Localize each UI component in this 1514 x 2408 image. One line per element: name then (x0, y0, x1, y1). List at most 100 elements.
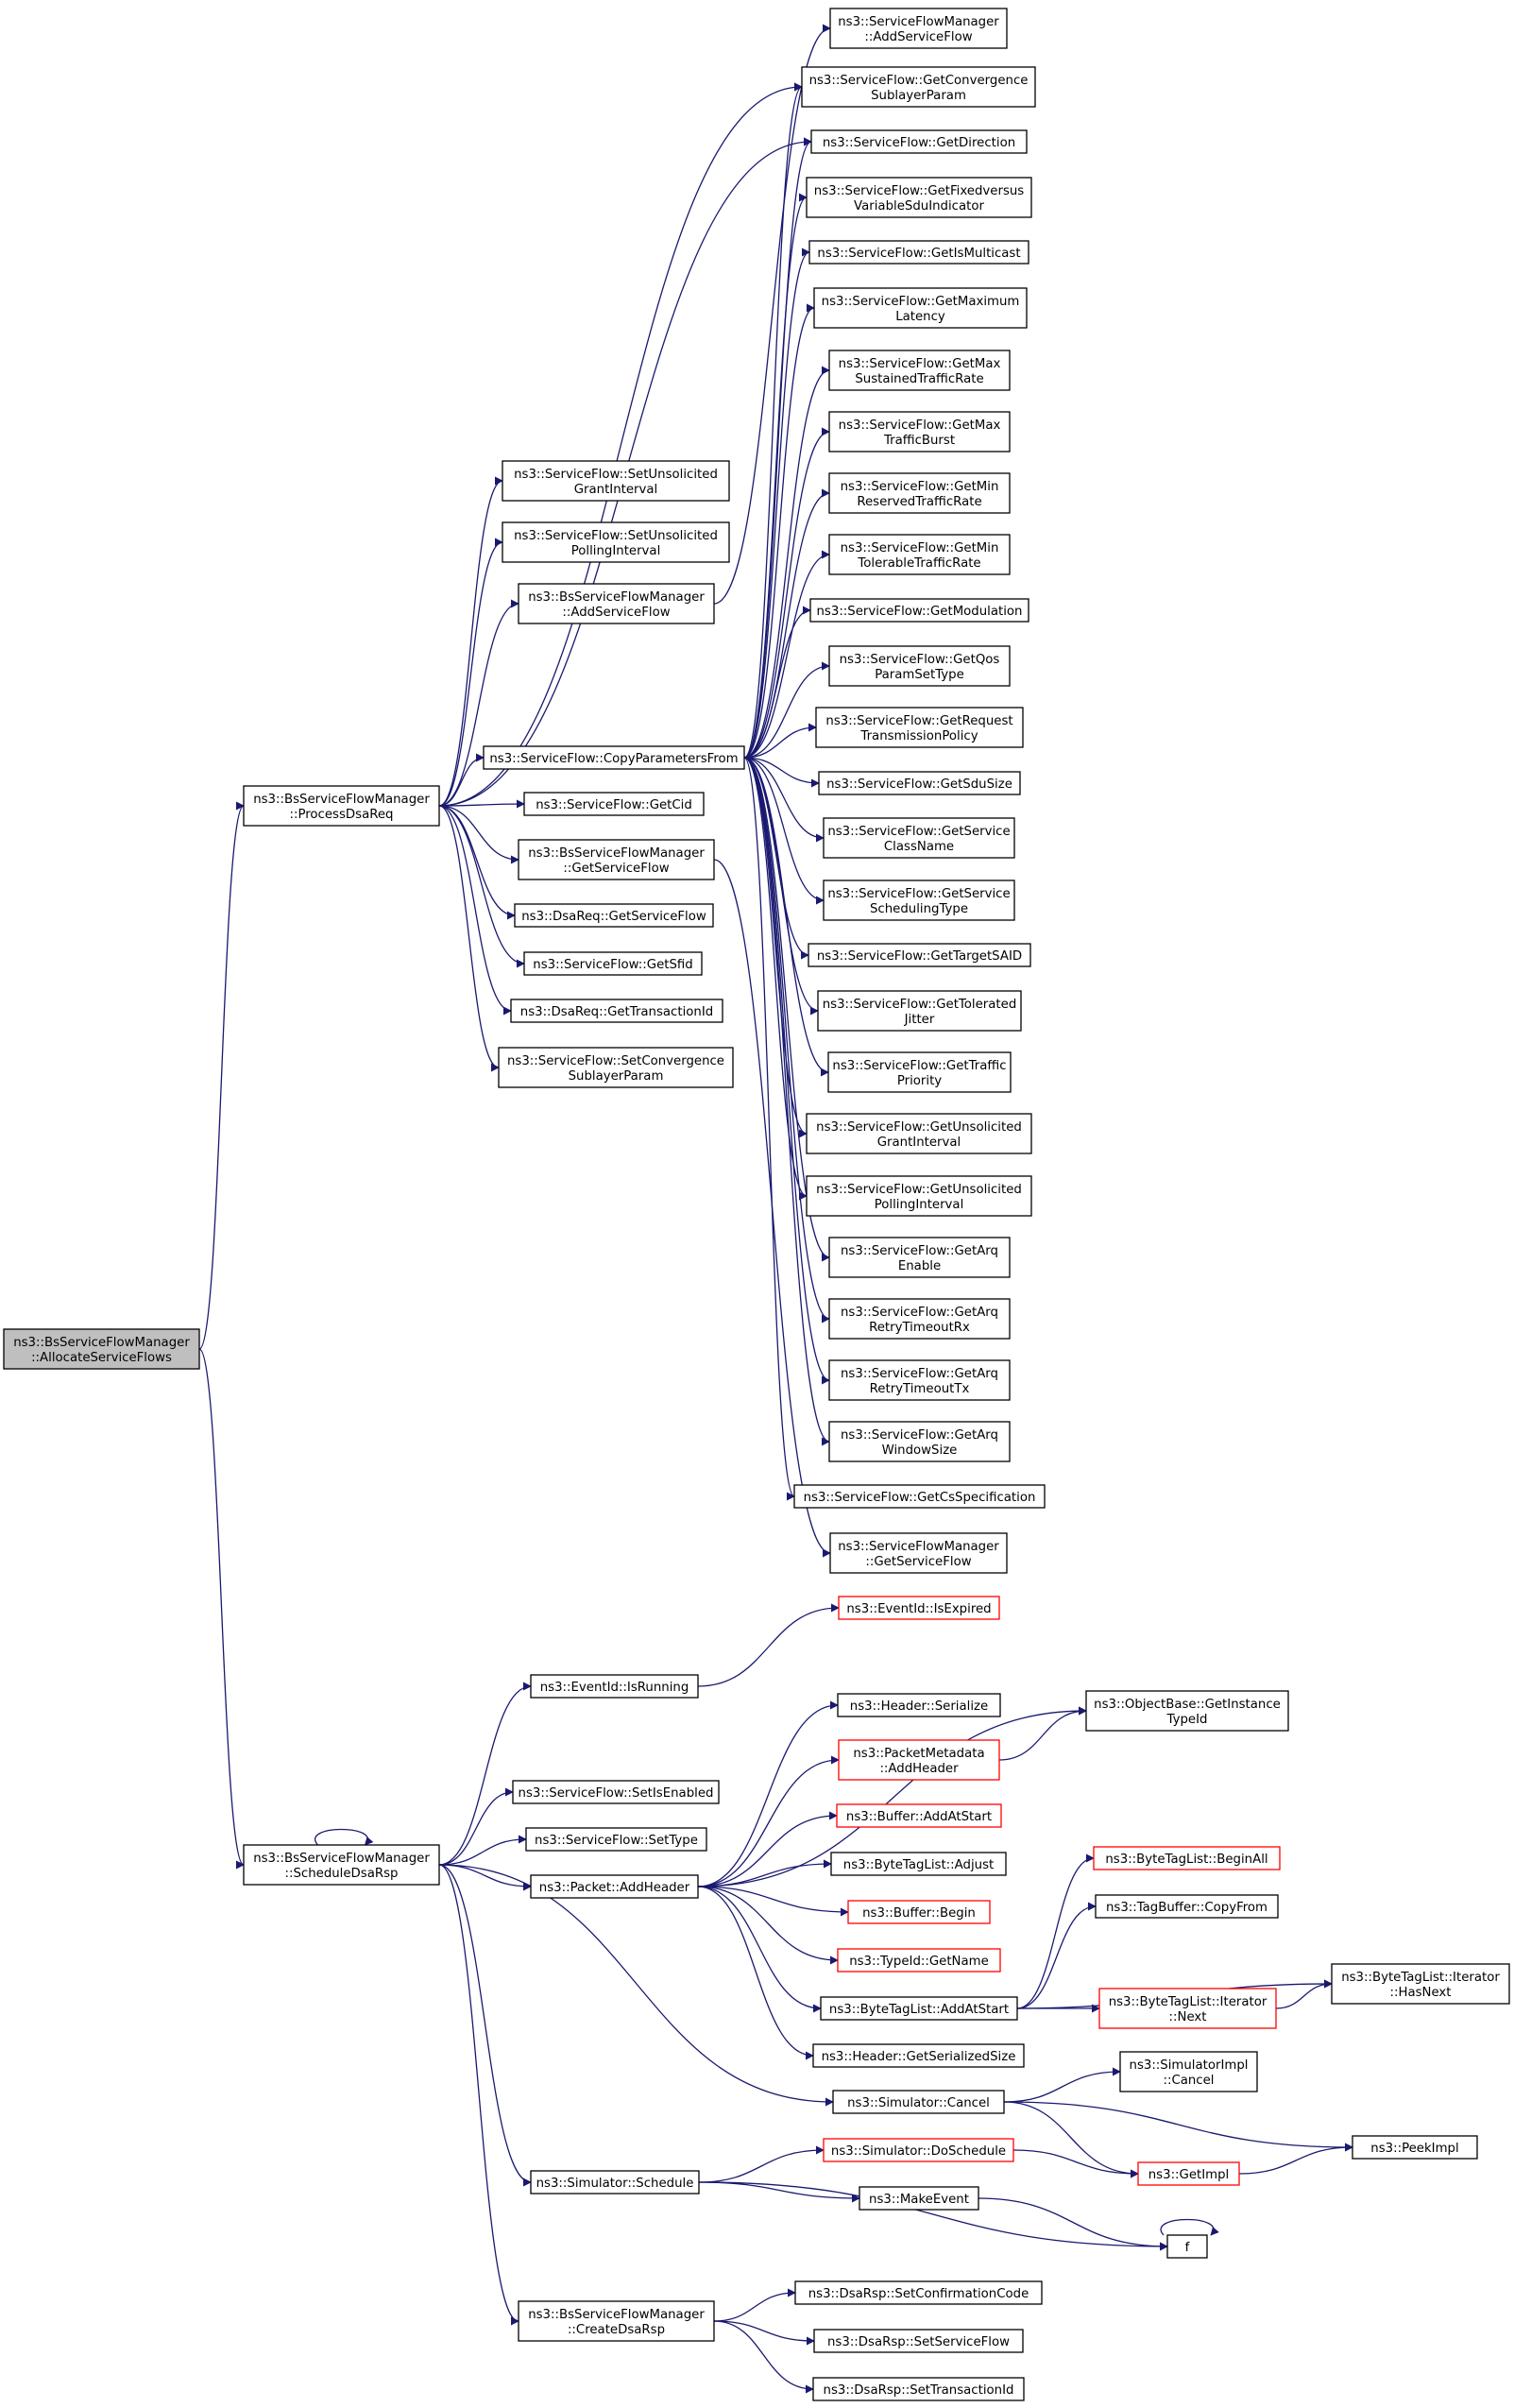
node-process-dsa-req[interactable]: ns3::BsServiceFlowManager::ProcessDsaReq (243, 785, 440, 827)
node-set-type[interactable]: ns3::ServiceFlow::SetType (525, 1827, 707, 1852)
node-get-modulation[interactable]: ns3::ServiceFlow::GetModulation (809, 598, 1029, 623)
node-box (498, 1047, 734, 1088)
node-box (483, 745, 745, 770)
edge-process-dsa-req-to-set-unsol-poll (438, 538, 503, 807)
node-btl-iter-next[interactable]: ns3::ByteTagList::Iterator::Next (1098, 1988, 1277, 2029)
edge-line (697, 1706, 1087, 1887)
node-event-is-expired[interactable]: ns3::EventId::IsExpired (838, 1596, 1000, 1620)
node-header-get-size[interactable]: ns3::Header::GetSerializedSize (812, 2043, 1025, 2068)
node-sim-cancel[interactable]: ns3::Simulator::Cancel (832, 2090, 1005, 2114)
node-buffer-add-at-start[interactable]: ns3::Buffer::AddAtStart (836, 1803, 1002, 1828)
node-packet-add-header[interactable]: ns3::Packet::AddHeader (530, 1874, 699, 1899)
node-get-sdu-size[interactable]: ns3::ServiceFlow::GetSduSize (818, 771, 1021, 795)
node-get-max-sustained[interactable]: ns3::ServiceFlow::GetMaxSustainedTraffic… (828, 350, 1011, 391)
node-set-is-enabled[interactable]: ns3::ServiceFlow::SetIsEnabled (512, 1780, 720, 1804)
edge-line (743, 757, 825, 843)
edge-line (698, 2181, 1168, 2251)
node-bs-add-service-flow[interactable]: ns3::BsServiceFlowManager::AddServiceFlo… (518, 583, 715, 624)
node-btl-add-at-start[interactable]: ns3::ByteTagList::AddAtStart (820, 1996, 1018, 2021)
node-get-cs-spec[interactable]: ns3::ServiceFlow::GetCsSpecification (793, 1484, 1046, 1509)
node-sfm-add-service-flow[interactable]: ns3::ServiceFlowManager::AddServiceFlow (829, 8, 1008, 49)
edge-line (1016, 1853, 1095, 2009)
edge-sim-schedule-to-sim-do-schedule (698, 2145, 825, 2183)
node-get-convergence[interactable]: ns3::ServiceFlow::GetConvergenceSublayer… (801, 66, 1036, 108)
node-label: GrantInterval (574, 483, 657, 497)
node-event-is-running[interactable]: ns3::EventId::IsRunning (530, 1674, 699, 1699)
node-box (1137, 2161, 1240, 2186)
node-sim-schedule[interactable]: ns3::Simulator::Schedule (530, 2170, 700, 2195)
node-peek-impl[interactable]: ns3::PeekImpl (1352, 2135, 1478, 2160)
edge-line (438, 538, 503, 807)
node-get-target-said[interactable]: ns3::ServiceFlow::GetTargetSAID (808, 943, 1031, 967)
edge-copy-params-to-get-qos (743, 661, 830, 759)
node-copy-params[interactable]: ns3::ServiceFlow::CopyParametersFrom (483, 745, 745, 770)
node-dsa-req-get-sf[interactable]: ns3::DsaReq::GetServiceFlow (514, 903, 714, 928)
edge-line (743, 757, 830, 1446)
node-get-impl[interactable]: ns3::GetImpl (1137, 2161, 1240, 2186)
node-sim-do-schedule[interactable]: ns3::Simulator::DoSchedule (823, 2138, 1014, 2162)
node-get-min-tolerable[interactable]: ns3::ServiceFlow::GetMinTolerableTraffic… (828, 534, 1011, 575)
node-tag-buffer-copy[interactable]: ns3::TagBuffer::CopyFrom (1095, 1894, 1279, 1919)
node-root[interactable]: ns3::BsServiceFlowManager::AllocateServi… (3, 1328, 200, 1370)
node-box (3, 1328, 200, 1370)
node-label: ns3::ServiceFlow::GetArq (841, 1367, 998, 1381)
node-get-min-reserved[interactable]: ns3::ServiceFlow::GetMinReservedTrafficR… (828, 472, 1011, 514)
edge-line (1160, 2218, 1219, 2236)
node-get-unsol-grant[interactable]: ns3::ServiceFlow::GetUnsolicitedGrantInt… (806, 1113, 1032, 1154)
node-get-unsol-poll[interactable]: ns3::ServiceFlow::GetUnsolicitedPollingI… (806, 1175, 1032, 1217)
node-type-id-get-name[interactable]: ns3::TypeId::GetName (837, 1948, 1001, 1973)
node-dsa-rsp-set-sf[interactable]: ns3::DsaRsp::SetServiceFlow (813, 2329, 1024, 2353)
node-box (832, 2090, 1005, 2114)
node-pm-add-header[interactable]: ns3::PacketMetadata::AddHeader (838, 1739, 1000, 1781)
node-label: ns3::ServiceFlow::GetSfid (533, 958, 692, 972)
node-set-unsol-grant[interactable]: ns3::ServiceFlow::SetUnsolicitedGrantInt… (502, 460, 730, 502)
edge-process-dsa-req-to-get-sfid (438, 805, 525, 968)
node-get-sfid[interactable]: ns3::ServiceFlow::GetSfid (523, 951, 703, 976)
node-label: ReservedTrafficRate (857, 495, 981, 509)
node-dsa-req-get-tid[interactable]: ns3::DsaReq::GetTransactionId (510, 999, 723, 1023)
edge-packet-add-header-to-header-serialize (697, 1700, 839, 1887)
node-make-event[interactable]: ns3::MakeEvent (859, 2186, 979, 2211)
node-set-unsol-poll[interactable]: ns3::ServiceFlow::SetUnsolicitedPollingI… (502, 521, 730, 563)
node-box (523, 792, 705, 816)
edge-get-impl-to-peek-impl (1238, 2143, 1353, 2175)
edge-packet-add-header-to-header-get-size (697, 1886, 814, 2060)
node-label: ::GetServiceFlow (563, 862, 669, 876)
node-box (514, 903, 714, 928)
node-get-sched-type[interactable]: ns3::ServiceFlow::GetServiceSchedulingTy… (823, 880, 1015, 921)
node-header-serialize[interactable]: ns3::Header::Serialize (837, 1693, 1001, 1717)
node-f[interactable]: f (1166, 2234, 1208, 2259)
node-get-fixed-vs-var[interactable]: ns3::ServiceFlow::GetFixedversusVariable… (806, 177, 1032, 218)
node-dsa-rsp-confirm[interactable]: ns3::DsaRsp::SetConfirmationCode (794, 2280, 1043, 2305)
edge-line (743, 366, 830, 759)
node-buffer-begin[interactable]: ns3::Buffer::Begin (847, 1900, 991, 1924)
node-bs-get-service-flow[interactable]: ns3::BsServiceFlowManager::GetServiceFlo… (518, 839, 715, 880)
node-btl-adjust[interactable]: ns3::ByteTagList::Adjust (830, 1852, 1007, 1876)
node-btl-iter-has-next[interactable]: ns3::ByteTagList::Iterator::HasNext (1331, 1963, 1510, 2005)
node-btl-begin-all[interactable]: ns3::ByteTagList::BeginAll (1093, 1846, 1281, 1870)
edge-line (438, 1864, 519, 2326)
node-set-convergence[interactable]: ns3::ServiceFlow::SetConvergenceSublayer… (498, 1047, 734, 1088)
node-sim-impl-cancel[interactable]: ns3::SimulatorImpl::Cancel (1119, 2051, 1258, 2092)
node-dsa-rsp-set-tid[interactable]: ns3::DsaRsp::SetTransactionId (812, 2377, 1025, 2401)
edge-line (438, 753, 485, 807)
node-get-is-multicast[interactable]: ns3::ServiceFlow::GetIsMulticast (808, 240, 1029, 265)
node-get-request-tx[interactable]: ns3::ServiceFlow::GetRequestTransmission… (815, 707, 1024, 748)
node-get-direction[interactable]: ns3::ServiceFlow::GetDirection (810, 129, 1028, 154)
node-get-cid[interactable]: ns3::ServiceFlow::GetCid (523, 792, 705, 816)
edge-line (743, 757, 830, 1385)
node-create-dsa-rsp[interactable]: ns3::BsServiceFlowManager::CreateDsaRsp (518, 2300, 715, 2342)
node-schedule-dsa-rsp[interactable]: ns3::BsServiceFlowManager::ScheduleDsaRs… (243, 1844, 440, 1886)
node-sfm-get-service-flow[interactable]: ns3::ServiceFlowManager::GetServiceFlow (829, 1532, 1008, 1574)
